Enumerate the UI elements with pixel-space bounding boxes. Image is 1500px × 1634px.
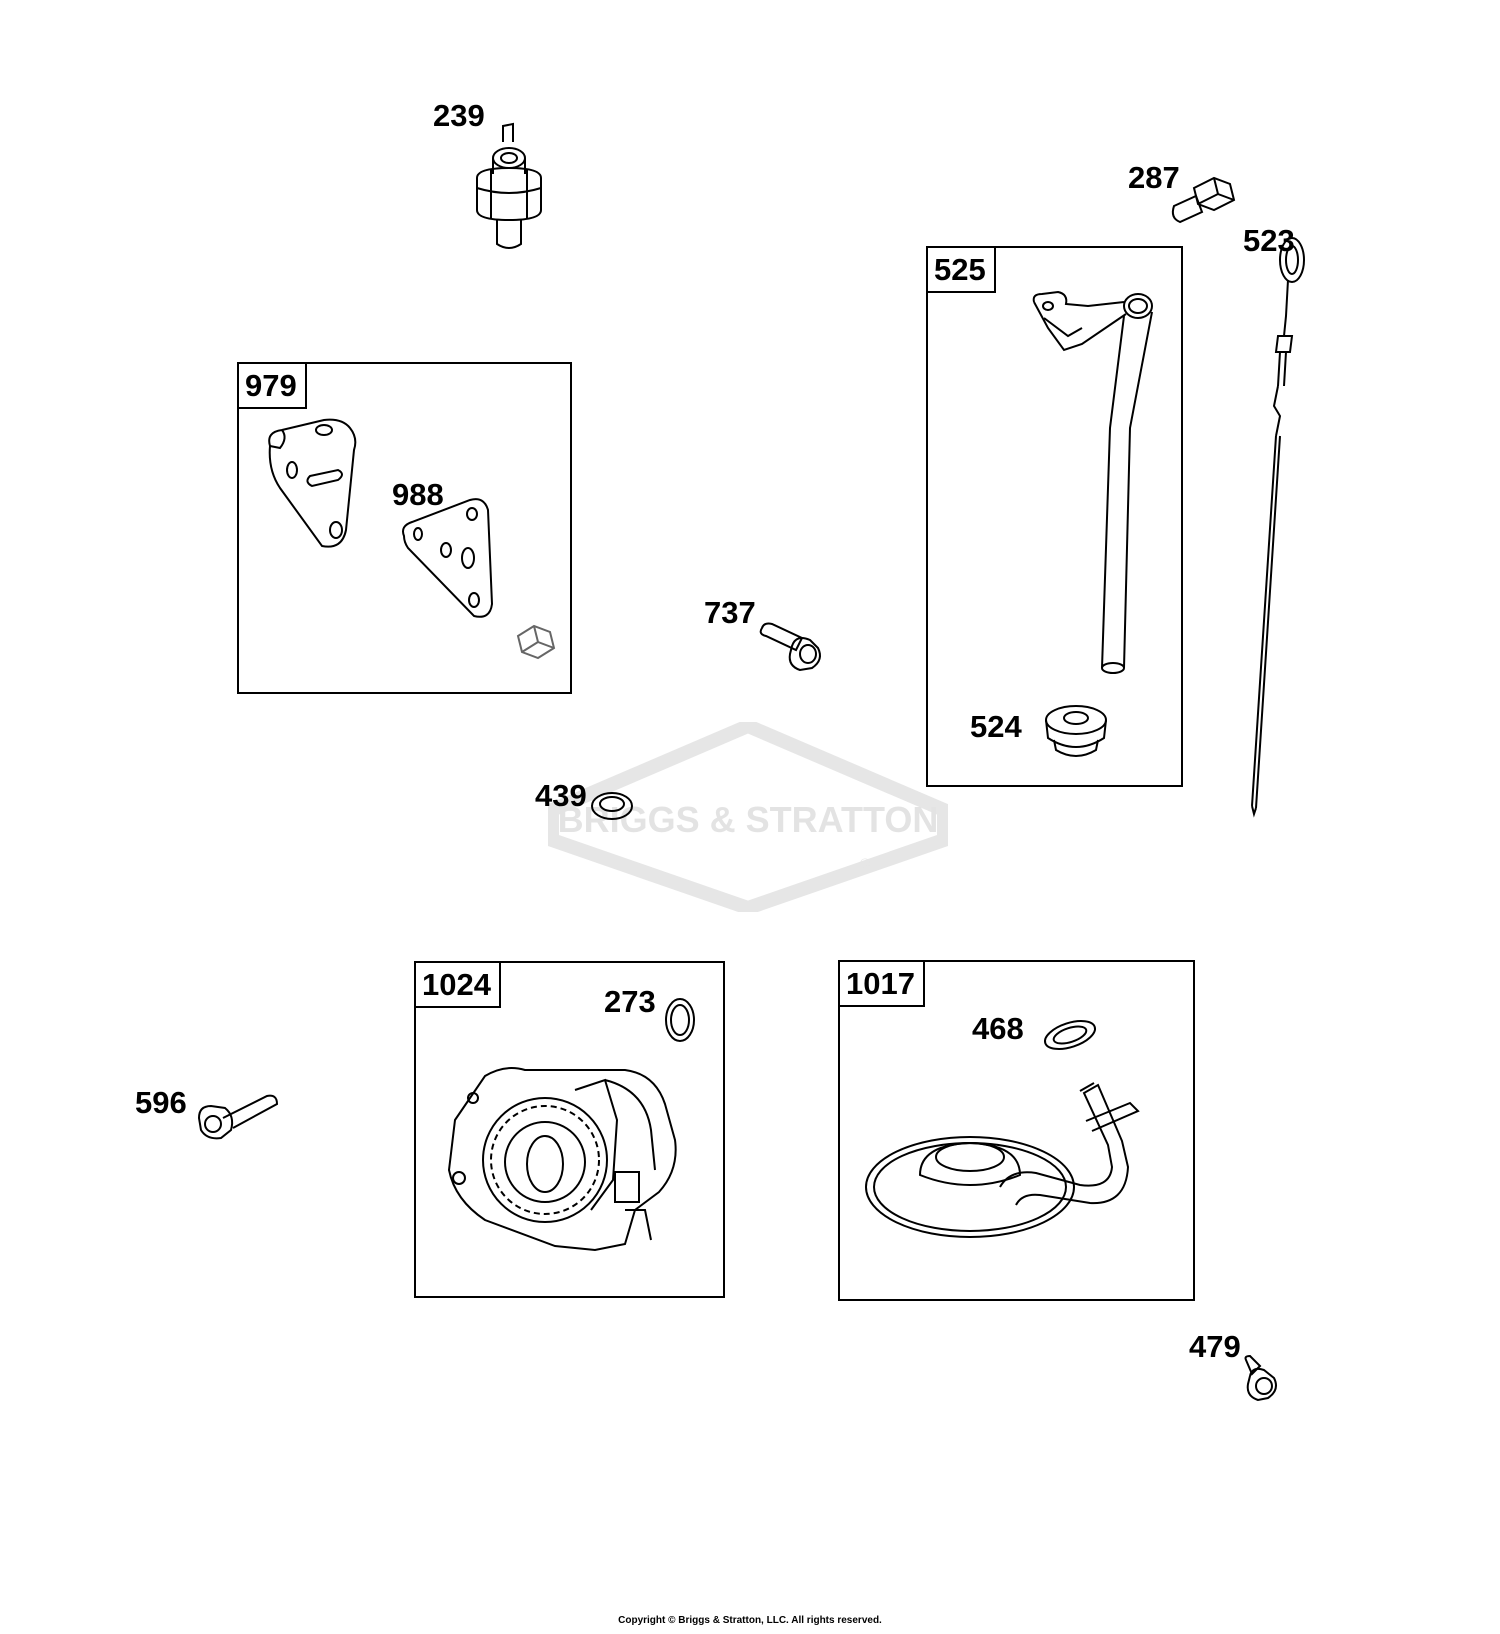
copyright-footer: Copyright © Briggs & Stratton, LLC. All …	[618, 1615, 882, 1626]
callout-479: 479	[1189, 1329, 1241, 1364]
dipstick-523-icon	[1251, 237, 1305, 818]
o-ring-468-icon	[1043, 1020, 1097, 1050]
callout-596: 596	[135, 1085, 187, 1120]
oil-pickup-1017-icon	[865, 1082, 1140, 1238]
oil-pressure-switch-icon	[476, 122, 542, 249]
o-ring-439-icon	[591, 792, 633, 820]
watermark-registered-mark: ®	[860, 855, 871, 871]
kit-box-1017: 1017	[838, 960, 1195, 1301]
kit-label-979: 979	[239, 364, 307, 409]
oil-pump-1024-icon	[447, 1067, 677, 1252]
dipstick-tube-525-icon	[1032, 290, 1153, 674]
kit-box-979: 979	[237, 362, 572, 694]
grommet-524-icon	[1045, 705, 1107, 757]
brand-watermark: BRIGGS & STRATTON ®	[548, 722, 948, 912]
callout-287: 287	[1128, 160, 1180, 195]
kit-label-1017: 1017	[840, 962, 925, 1007]
watermark-brand-text: BRIGGS & STRATTON	[558, 799, 939, 840]
callout-439: 439	[535, 778, 587, 813]
callout-524: 524	[970, 709, 1022, 744]
kit-label-525: 525	[928, 248, 996, 293]
kit-box-1024: 1024	[414, 961, 725, 1298]
screw-479-icon	[1244, 1354, 1277, 1402]
fitting-icon	[516, 624, 556, 660]
gasket-988-icon	[402, 498, 494, 618]
bolt-737-icon	[759, 622, 821, 672]
callout-737: 737	[704, 595, 756, 630]
bolt-287-icon	[1171, 176, 1236, 224]
callout-468: 468	[972, 1011, 1024, 1046]
callout-273: 273	[604, 984, 656, 1019]
kit-box-525: 525	[926, 246, 1183, 787]
kit-label-1024: 1024	[416, 963, 501, 1008]
callout-988: 988	[392, 477, 444, 512]
callout-239: 239	[433, 98, 485, 133]
o-ring-273-icon	[665, 998, 695, 1042]
bolt-596-icon	[197, 1094, 279, 1140]
breather-cover-plate-icon	[268, 418, 357, 548]
